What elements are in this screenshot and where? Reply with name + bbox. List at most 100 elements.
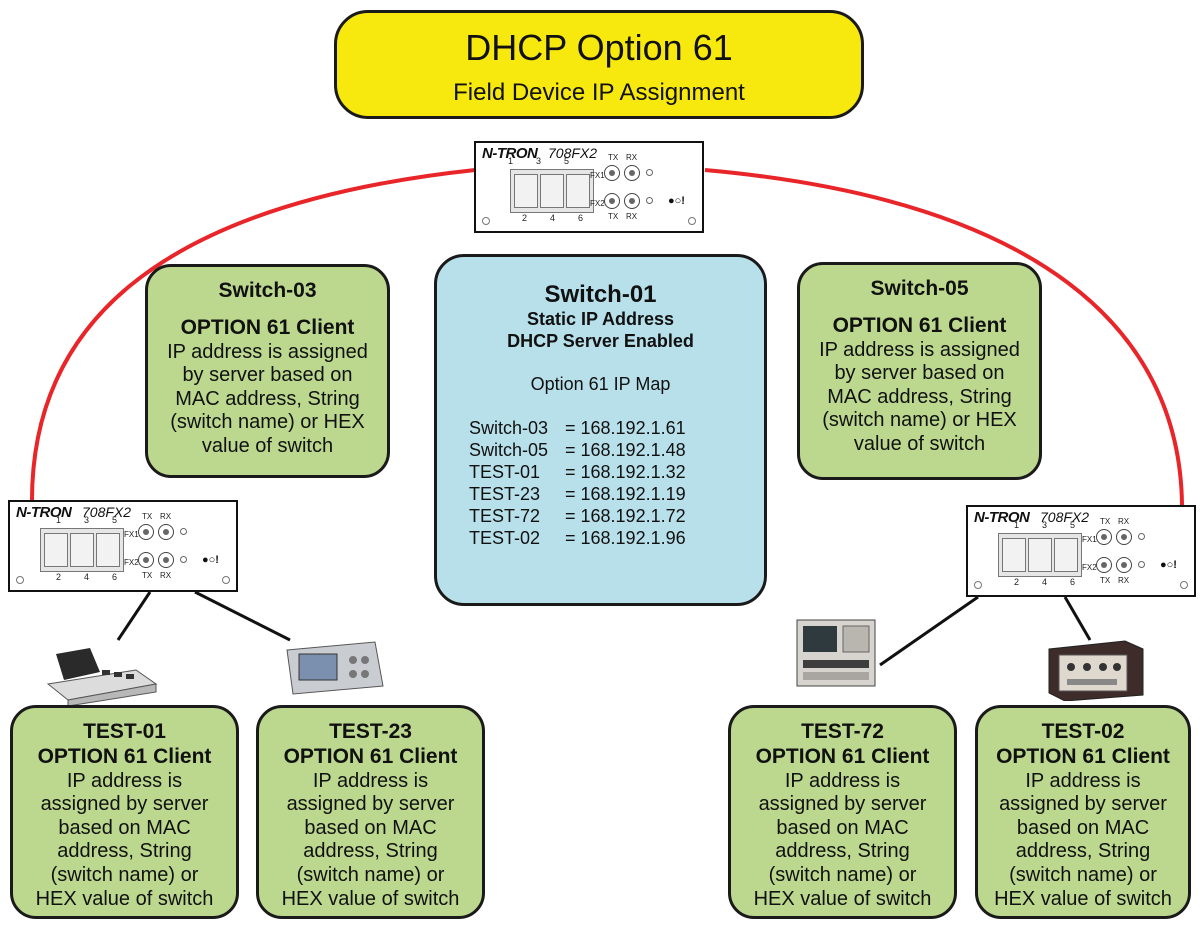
server-name: Switch-01 (544, 281, 657, 308)
fiber-port-icon (158, 552, 174, 568)
port-label: 1 (1014, 520, 1020, 530)
switch-03-desc: MAC address, String (175, 387, 360, 410)
link-switch05-test72 (879, 595, 979, 667)
status-led-icon (180, 528, 187, 535)
test-72-instrument-image (796, 619, 876, 687)
tx-label: TX (1100, 517, 1111, 526)
rx-label: RX (1118, 576, 1130, 585)
ring-link-left (29, 168, 476, 506)
fx2-label: FX2 (1082, 563, 1097, 572)
client-desc: assigned by server (40, 793, 209, 816)
switch-03-role: OPTION 61 Client (180, 315, 355, 339)
switch-05-desc: by server based on (834, 362, 1005, 385)
port-label: 3 (1042, 520, 1048, 530)
device-brand: N-TRON (974, 509, 1030, 526)
fiber-port-icon (1116, 529, 1132, 545)
client-desc: assigned by server (286, 793, 455, 816)
rx-label: RX (160, 571, 172, 580)
tx-label: TX (142, 571, 153, 580)
ip-map-row: TEST-02= 168.192.1.96 (467, 527, 688, 549)
client-desc: IP address is (66, 769, 183, 792)
port-label: 5 (112, 515, 118, 525)
client-desc: HEX value of switch (994, 887, 1172, 910)
test-02-role: OPTION 61 Client (996, 744, 1170, 768)
rx-label: RX (626, 212, 638, 221)
client-desc: HEX value of switch (35, 887, 214, 910)
fiber-port-icon (138, 552, 154, 568)
port-label: 4 (84, 572, 90, 582)
ip-map-row: Switch-05= 168.192.1.48 (467, 439, 688, 461)
ip-map-row: TEST-23= 168.192.1.19 (467, 483, 688, 505)
rx-label: RX (626, 153, 638, 162)
status-led-icon (1138, 561, 1145, 568)
client-desc: address, String (1015, 840, 1151, 863)
test-23-role: OPTION 61 Client (283, 744, 458, 768)
tx-label: TX (608, 212, 619, 221)
switch-05-desc: MAC address, String (827, 385, 1012, 408)
screw-icon (1180, 581, 1188, 589)
fiber-port-icon (138, 524, 154, 540)
test-01-instrument-image (46, 648, 158, 706)
client-desc: address, String (303, 840, 438, 863)
switch-03-desc: (switch name) or HEX (170, 411, 365, 434)
ethernet-ports (510, 169, 594, 213)
fx1-label: FX1 (124, 530, 139, 539)
test-23-instrument-image (286, 641, 384, 695)
port-label: 3 (84, 515, 90, 525)
client-desc: based on MAC (304, 816, 437, 839)
screw-icon (16, 576, 24, 584)
server-info-box: Switch-01 Static IP Address DHCP Server … (434, 254, 767, 606)
device-brand: N-TRON (16, 504, 72, 521)
port-label: 2 (522, 213, 528, 223)
client-desc: (switch name) or (296, 863, 445, 886)
ring-link-right (704, 168, 1184, 506)
diagram-title: DHCP Option 61 (465, 27, 733, 68)
fiber-port-icon (1096, 557, 1112, 573)
ip-map-device: TEST-02 (469, 528, 541, 549)
ip-map-table: Switch-03= 168.192.1.61 Switch-05= 168.1… (467, 417, 688, 549)
switch-05-desc: IP address is assigned (819, 338, 1020, 361)
test-01-name: TEST-01 (83, 720, 166, 743)
device-model: 708FX2 (82, 504, 132, 520)
diagram-title-box: DHCP Option 61 Field Device IP Assignmen… (334, 10, 864, 119)
ip-map-address: = 168.192.1.19 (565, 484, 686, 505)
rx-label: RX (1118, 517, 1130, 526)
client-desc: assigned by server (758, 793, 927, 816)
status-led-icon (646, 197, 653, 204)
client-desc: HEX value of switch (281, 887, 460, 910)
rx-label: RX (160, 512, 172, 521)
test-02-instrument-image (1048, 640, 1144, 701)
client-desc: address, String (775, 840, 910, 863)
fx2-label: FX2 (124, 558, 139, 567)
port-label: 2 (1014, 577, 1020, 587)
ip-map-row: TEST-01= 168.192.1.32 (467, 461, 688, 483)
diagram-subtitle: Field Device IP Assignment (453, 79, 745, 107)
status-led-icon (1138, 533, 1145, 540)
switch-05-role: OPTION 61 Client (832, 313, 1007, 337)
switch-03-desc: IP address is assigned (167, 340, 368, 363)
switch-05-desc: (switch name) or HEX (822, 409, 1017, 432)
screw-icon (688, 217, 696, 225)
test-23-box: TEST-23 OPTION 61 Client IP address is a… (256, 705, 485, 919)
screw-icon (974, 581, 982, 589)
test-72-box: TEST-72 OPTION 61 Client IP address is a… (728, 705, 957, 919)
port-label: 1 (56, 515, 62, 525)
device-brand: N-TRON (482, 145, 538, 162)
fx1-label: FX1 (590, 171, 605, 180)
ip-map-address: = 168.192.1.32 (565, 462, 686, 483)
switch-03-name: Switch-03 (218, 279, 317, 302)
tx-label: TX (1100, 576, 1111, 585)
client-desc: assigned by server (999, 793, 1167, 816)
test-01-role: OPTION 61 Client (37, 744, 212, 768)
server-dhcp-enabled: DHCP Server Enabled (507, 330, 694, 351)
fx1-label: FX1 (1082, 535, 1097, 544)
switch-05-desc: value of switch (853, 432, 986, 455)
switch-05-box: Switch-05 OPTION 61 Client IP address is… (797, 262, 1042, 480)
port-label: 3 (536, 156, 542, 166)
test-02-name: TEST-02 (1041, 720, 1125, 743)
link-switch05-test02 (1063, 596, 1092, 641)
fiber-port-icon (604, 165, 620, 181)
switch-05-name: Switch-05 (870, 277, 969, 300)
test-23-name: TEST-23 (329, 720, 412, 743)
device-model: 708FX2 (1040, 509, 1090, 525)
